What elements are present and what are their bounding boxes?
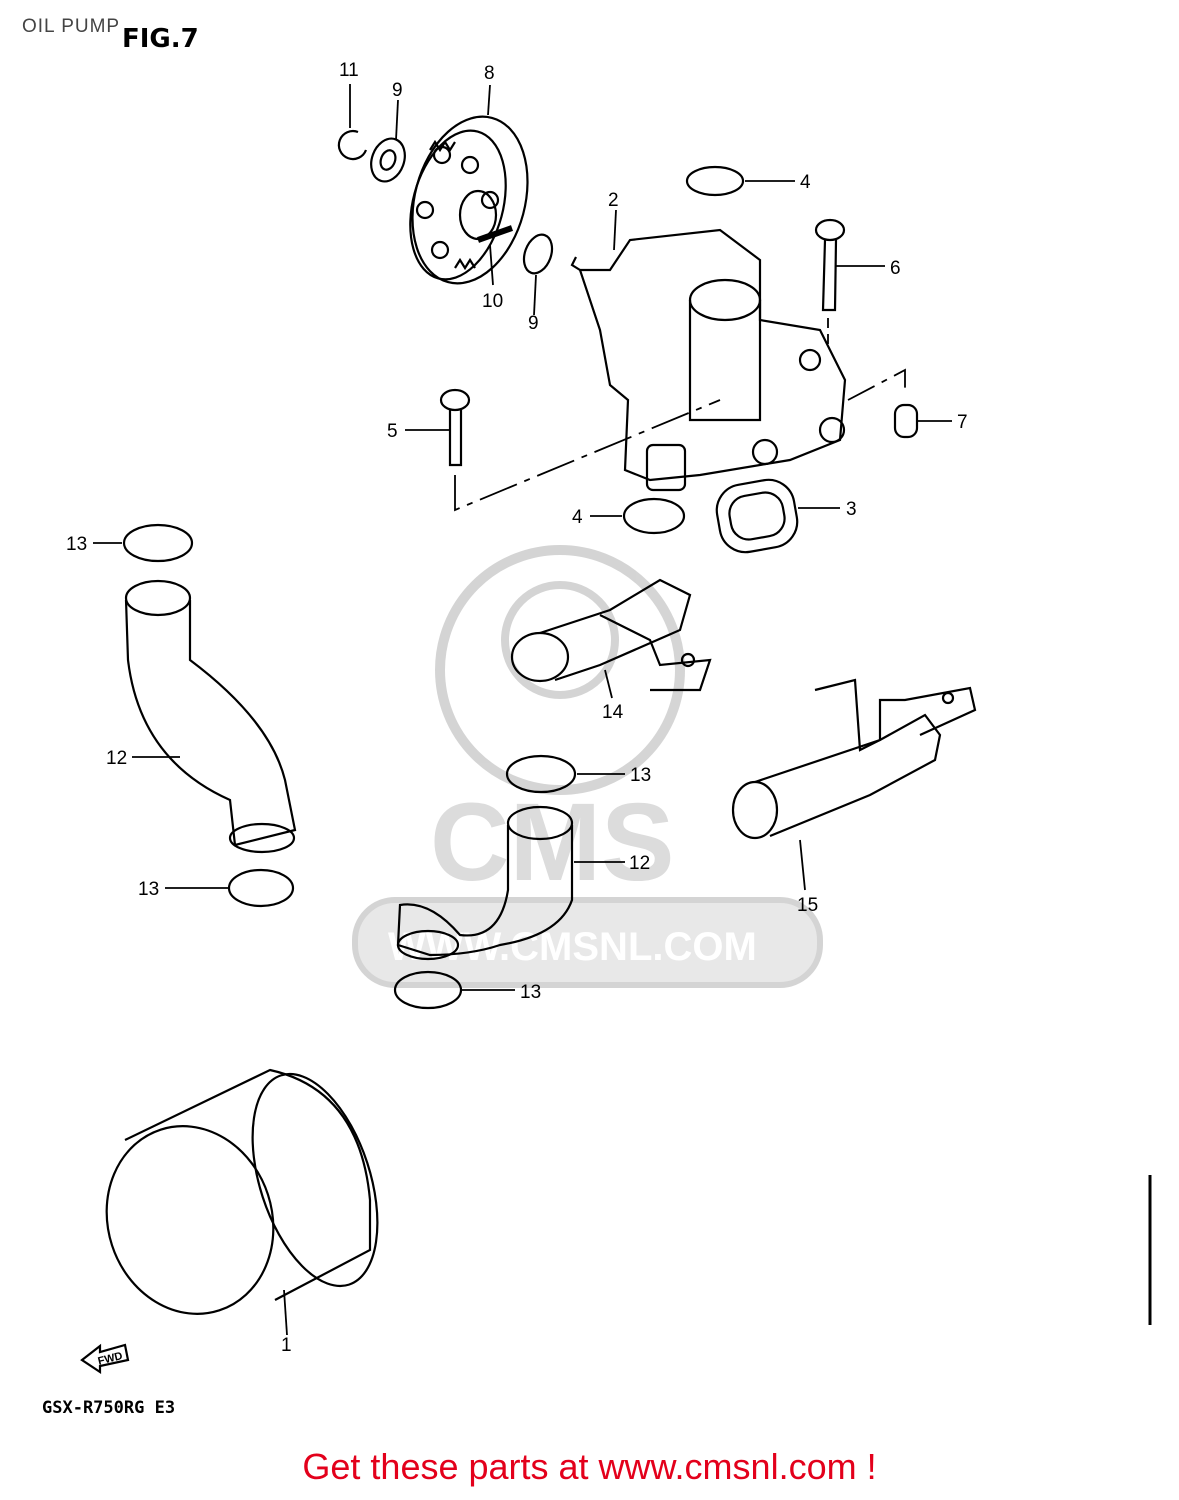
callout-12-left: 12 [106, 748, 127, 769]
callout-11: 11 [339, 60, 359, 81]
callout-10: 10 [482, 291, 503, 312]
fwd-arrow-icon [80, 1343, 130, 1375]
callout-6: 6 [890, 258, 901, 279]
callout-5: 5 [387, 421, 398, 442]
footer-link-text[interactable]: Get these parts at www.cmsnl.com ! [302, 1446, 877, 1487]
callout-13-bottom: 13 [520, 982, 541, 1003]
fwd-label: FWD [97, 1350, 124, 1368]
part-6-bolt [814, 218, 846, 312]
callout-7: 7 [957, 412, 968, 433]
watermark-mascot-head [501, 581, 619, 699]
callout-12-center: 12 [629, 853, 650, 874]
callout-3: 3 [846, 499, 857, 520]
part-12-pipe-left [124, 579, 297, 854]
watermark-url-plate [352, 897, 823, 988]
callout-13-top-left: 13 [66, 534, 87, 555]
part-4-oring-lower [622, 497, 686, 535]
model-code: GSX-R750RG E3 [42, 1398, 176, 1418]
page-title: OIL PUMP [22, 16, 121, 37]
callout-13-center: 13 [630, 765, 651, 786]
callout-8: 8 [484, 63, 495, 84]
callout-15: 15 [797, 895, 818, 916]
part-1-oil-filter [105, 1068, 379, 1315]
part-7-dowel [893, 403, 919, 439]
part-4-oring-upper [685, 165, 745, 197]
callout-2: 2 [608, 190, 619, 211]
callouts: 11 9 8 10 9 4 2 6 7 5 4 3 13 12 13 14 13… [66, 60, 968, 1356]
part-10-pin [477, 225, 513, 243]
part-11-circlip [337, 129, 368, 161]
part-13-oring-c [505, 754, 577, 794]
leader-lines [93, 84, 952, 1336]
part-5-bolt [439, 388, 471, 467]
part-12-pipe-middle [396, 805, 574, 961]
part-9-washer-upper [370, 137, 406, 183]
part-3-gasket [715, 478, 799, 554]
part-13-oring-a [122, 523, 194, 563]
callout-13-mid-left: 13 [138, 879, 159, 900]
part-14-pipe [510, 578, 712, 692]
part-13-oring-b [227, 868, 295, 908]
callout-9-upper: 9 [392, 80, 403, 101]
callout-1: 1 [281, 1335, 292, 1356]
callout-4-upper: 4 [800, 172, 811, 193]
watermark [352, 545, 823, 988]
callout-4-lower: 4 [572, 507, 583, 528]
part-8-driven-gear [409, 115, 529, 285]
part-2-pump-body [570, 228, 847, 492]
part-9-washer-lower [522, 233, 554, 275]
part-15-pipe [731, 678, 977, 840]
callout-9-lower: 9 [528, 313, 539, 334]
part-9-washer-upper-inner [379, 149, 397, 171]
part-13-oring-d [393, 970, 463, 1010]
figure-title: FIG.7 [122, 24, 199, 54]
watermark-url: WWW.CMSNL.COM [388, 925, 757, 969]
watermark-logo: CMS [430, 781, 674, 904]
callout-14: 14 [602, 702, 624, 723]
